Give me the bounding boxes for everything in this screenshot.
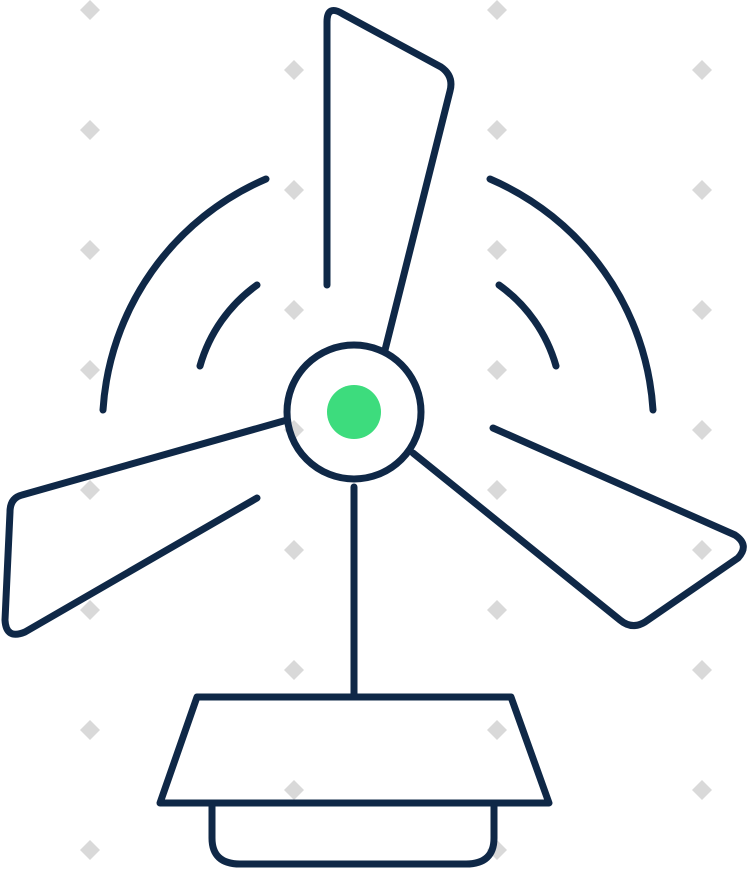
- diamond-watermark-icon: [284, 540, 304, 560]
- diamond-watermark-icon: [692, 780, 712, 800]
- diamond-watermark-icon: [80, 360, 100, 380]
- diamond-watermark-icon: [487, 240, 507, 260]
- rotor-hub-icon: [327, 385, 381, 439]
- diamond-watermark-icon: [692, 180, 712, 200]
- diamond-watermark-icon: [487, 720, 507, 740]
- turbine-base-bottom: [208, 802, 498, 868]
- diamond-watermark-icon: [692, 660, 712, 680]
- diamond-watermark-icon: [692, 420, 712, 440]
- diamond-watermark-icon: [284, 180, 304, 200]
- diamond-watermark-icon: [80, 840, 100, 860]
- turbine-outline: [1, 6, 747, 868]
- diamond-watermark-icon: [487, 0, 507, 20]
- diamond-watermark-icon: [284, 300, 304, 320]
- diamond-watermark-icon: [692, 60, 712, 80]
- diamond-watermark-icon: [487, 480, 507, 500]
- diamond-watermark-icon: [80, 0, 100, 20]
- wind-arc-outer-left: [99, 175, 270, 414]
- diamond-watermark-icon: [487, 360, 507, 380]
- rotor-hub-ring: [283, 341, 425, 483]
- wind-arc-inner-right: [495, 281, 560, 370]
- diamond-watermark-icon: [692, 540, 712, 560]
- diamond-watermark-icon: [284, 660, 304, 680]
- diamond-watermark-icon: [487, 120, 507, 140]
- wind-arc-inner-left: [196, 281, 261, 370]
- diamond-watermark-icon: [80, 240, 100, 260]
- blade-right: [409, 424, 747, 629]
- diamond-watermark-icon: [692, 300, 712, 320]
- diamond-watermark-icon: [80, 480, 100, 500]
- diamond-watermark-icon: [284, 780, 304, 800]
- diamond-watermark-icon: [487, 600, 507, 620]
- watermark-pattern: [80, 0, 712, 860]
- diamond-watermark-icon: [80, 720, 100, 740]
- diamond-watermark-icon: [284, 60, 304, 80]
- blade-top: [323, 6, 455, 354]
- diamond-watermark-icon: [80, 600, 100, 620]
- blade-left: [1, 416, 291, 638]
- turbine-base-top: [156, 693, 553, 807]
- diamond-watermark-icon: [80, 120, 100, 140]
- wind-arc-outer-right: [486, 175, 657, 414]
